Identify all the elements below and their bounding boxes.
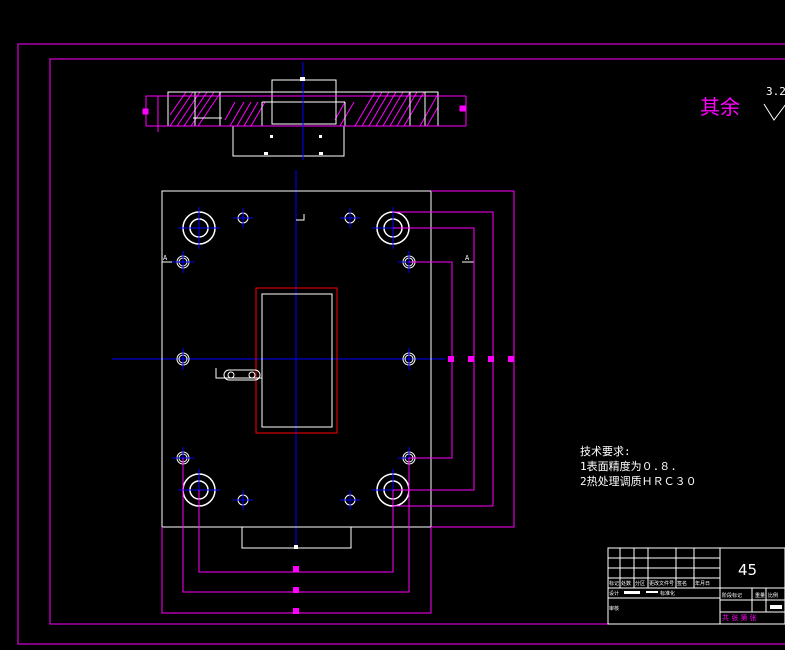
section-hatch [169,91,439,127]
dimension-markers [293,356,514,614]
tech-item-1: 1表面精度为０.８. [580,459,677,473]
outer-border [17,43,785,645]
title-block-headers: 标记 处数 分区 更改文件号 签名 年月日 设计 标准化 审核 阶段标记 重量 … [609,580,778,612]
title-block-grid [607,547,785,625]
section-labels: A A [162,254,474,263]
top-mark [296,214,305,221]
title-block: 45 标记 处数 分区 更改文件号 签名 年月日 设计 标准化 审核 阶段标记 … [607,547,785,625]
svg-text:比例: 比例 [768,592,778,599]
tech-item-2: 2热处理调质ＨＲＣ３０ [580,475,697,488]
svg-text:重量: 重量 [755,592,765,599]
bottom-notch-marker [294,545,298,549]
svg-text:阶段标记: 阶段标记 [722,592,742,599]
svg-text:分区: 分区 [635,580,645,587]
svg-text:年月日: 年月日 [695,580,710,587]
section-markers [264,77,323,155]
svg-text:标记: 标记 [609,580,619,587]
plan-view: A A [112,170,474,549]
sheet-info: 共 张 第 张 [722,613,757,622]
material-label: 45 [738,561,757,579]
svg-text:标准化: 标准化 [660,590,675,597]
side-slot [215,368,262,381]
roughness-note: 其余 3.2 [700,85,785,121]
section-label-right: A [465,254,470,262]
section-label-left: A [163,254,168,262]
window-inner [261,293,333,428]
svg-text:处数: 处数 [621,580,631,587]
plan-centerlines [112,170,445,545]
dimension-lines [161,190,515,614]
section-view [142,62,467,160]
sheet-border [17,43,785,645]
roughness-symbol-icon [763,103,785,121]
plate-outline [161,190,432,528]
tech-requirements: 技术要求: 1表面精度为０.８. 2热处理调质ＨＲＣ３０ [580,445,697,488]
tech-title: 技术要求: [580,445,631,458]
svg-text:签名: 签名 [677,580,687,587]
section-dimension [142,95,467,132]
window-outer [255,287,338,434]
svg-text:设计: 设计 [609,590,619,597]
svg-text:更改文件号: 更改文件号 [649,580,674,587]
svg-text:审核: 审核 [609,605,619,612]
title-block-fills [624,591,782,609]
roughness-label: 其余 [700,95,740,119]
roughness-value: 3.2 [766,85,785,98]
inner-border [49,58,785,625]
